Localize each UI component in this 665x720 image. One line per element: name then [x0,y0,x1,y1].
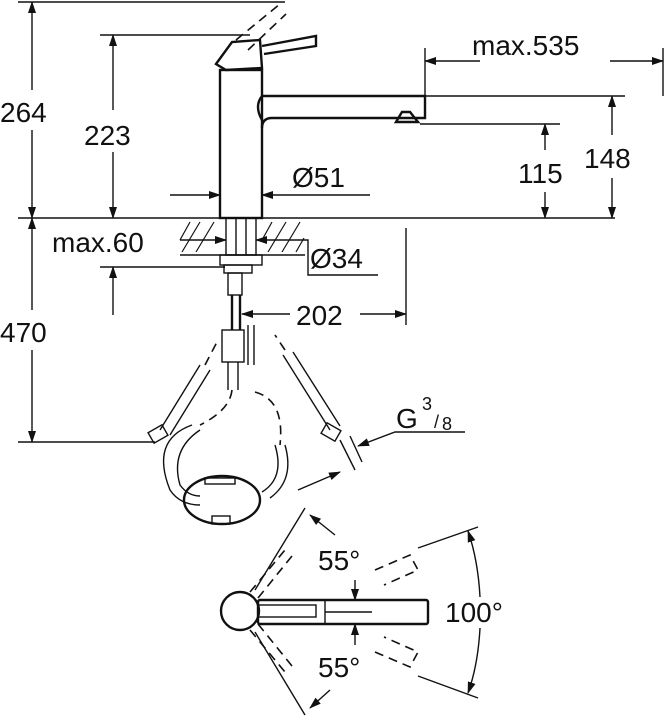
swivel-right-label: 55° [318,652,360,683]
thread-g-label: G [396,403,418,434]
thread-denominator-label: 8 [442,414,452,434]
thread-numerator-label: 3 [422,394,432,414]
spout-height-label: 148 [584,143,631,174]
hole-diameter-label: Ø34 [310,243,363,274]
countertop-thickness-label: max.60 [52,227,144,258]
thread-slash: / [434,412,439,432]
swivel-left-label: 55° [318,545,360,576]
below-counter-label: 470 [0,317,47,348]
outlet-height-label: 115 [518,158,563,189]
supply-hoses [147,325,363,526]
countertop-section [179,217,305,330]
swivel-total-label: 100° [445,597,503,628]
hose-offset-label: 202 [296,300,343,331]
top-view [219,507,481,716]
body-diameter-label: Ø51 [292,162,345,193]
reach-label: max.535 [472,30,579,61]
spout-top-height-label: 223 [84,120,131,151]
overall-height-label: 264 [0,97,47,128]
